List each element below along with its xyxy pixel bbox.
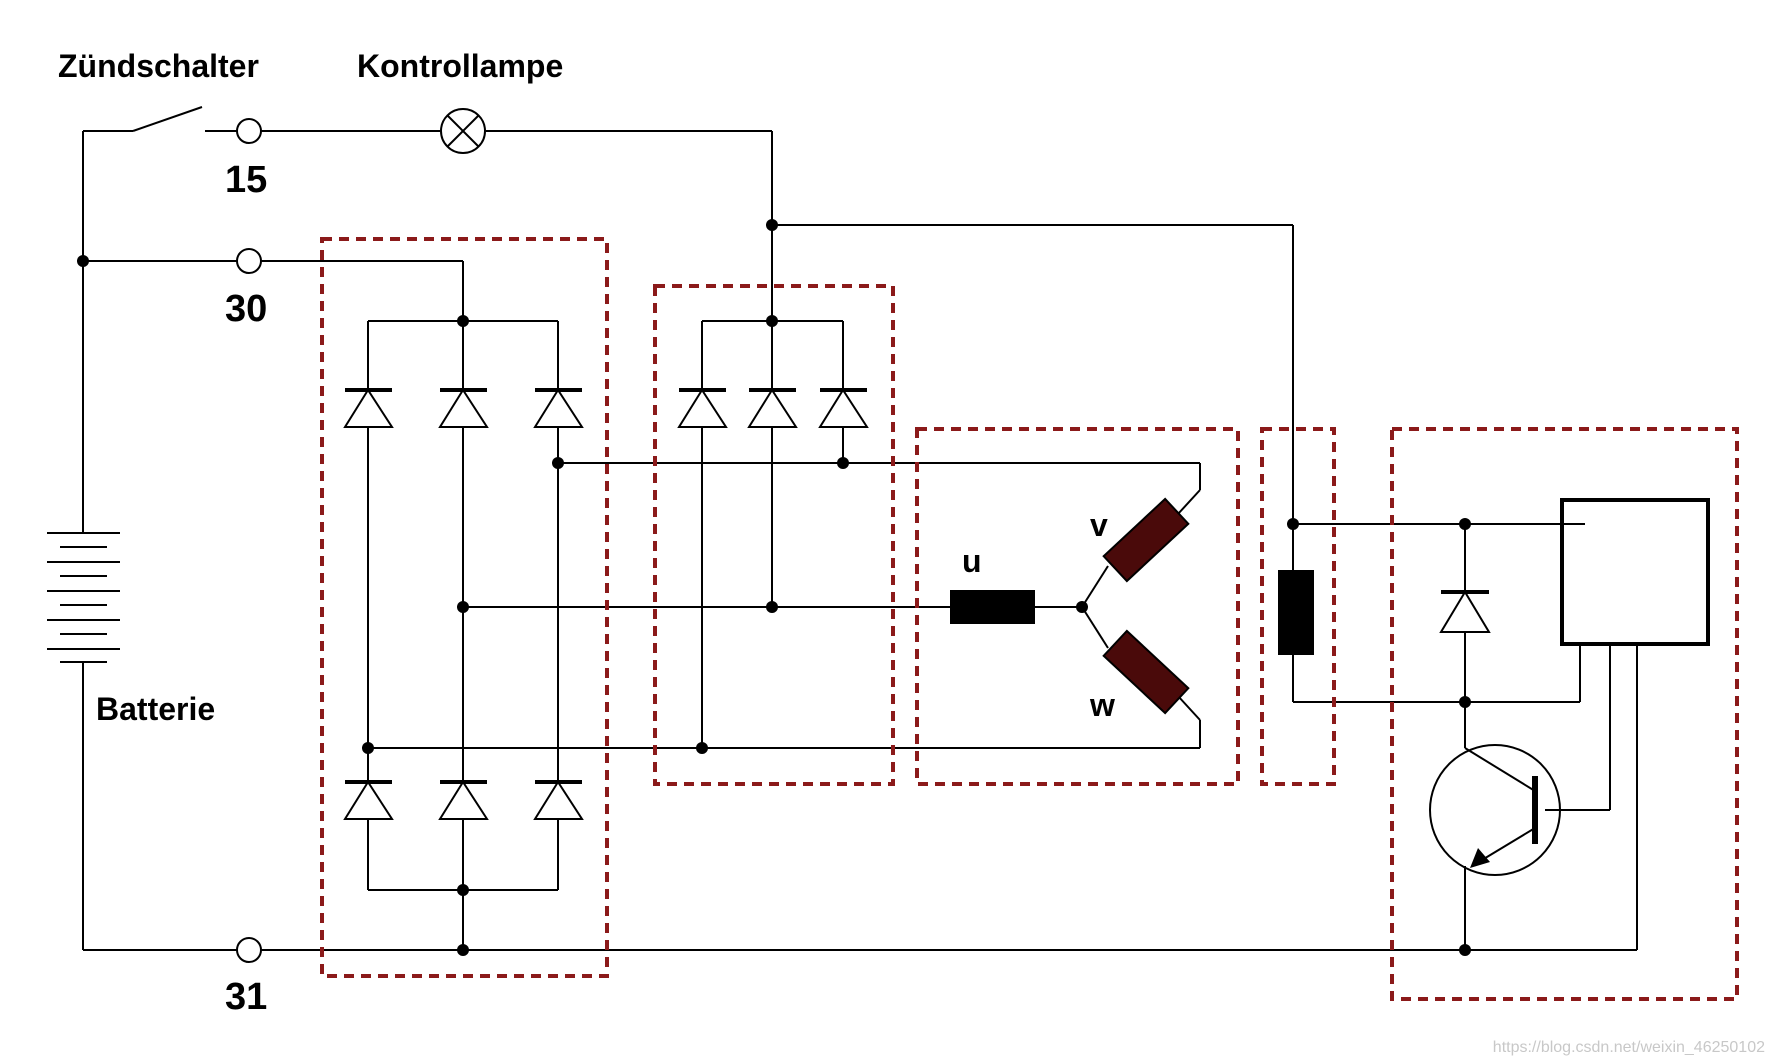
diode-lower-1: [343, 780, 394, 820]
winding-w: [1081, 606, 1201, 721]
phase-wires: [368, 462, 1201, 749]
phase-w-label: w: [1089, 687, 1115, 723]
freewheel-diode: [1439, 590, 1491, 633]
diode-upper-3: [533, 388, 584, 428]
diode-exciter-1: [677, 388, 728, 428]
terminal-15: [236, 118, 262, 144]
warning-lamp-label: Kontrollampe: [357, 48, 563, 84]
terminal-15-label: 15: [225, 159, 267, 201]
terminal-30-label: 30: [225, 288, 267, 330]
diode-lower-3: [533, 780, 584, 820]
diode-upper-2: [438, 388, 489, 428]
regulator-circuit: [1464, 524, 1638, 950]
diode-exciter-2: [747, 388, 798, 428]
ic-box: [1560, 498, 1710, 646]
diode-exciter-3: [818, 388, 869, 428]
rotor-field-winding: [1278, 570, 1314, 655]
module-exciter-diodes: [653, 284, 895, 786]
phase-u-label: u: [962, 543, 982, 579]
module-main-rectifier: [320, 237, 609, 978]
ignition-switch-label: Zündschalter: [58, 48, 259, 84]
module-stator: [915, 427, 1240, 786]
module-regulator: [1390, 427, 1739, 1001]
terminal-30: [236, 248, 262, 274]
diode-lower-2: [438, 780, 489, 820]
transistor-symbol: [1429, 744, 1561, 876]
module-rotor: [1260, 427, 1336, 786]
battery-symbol: [47, 532, 120, 663]
winding-u: [950, 590, 1035, 624]
terminal-31: [236, 937, 262, 963]
watermark: https://blog.csdn.net/weixin_46250102: [1493, 1039, 1765, 1056]
diode-upper-1: [343, 388, 394, 428]
lamp-symbol: [440, 108, 486, 154]
terminal-31-label: 31: [225, 976, 267, 1018]
ignition-switch-symbol: [132, 106, 237, 132]
winding-v: [1081, 489, 1201, 608]
phase-v-label: v: [1090, 507, 1108, 543]
battery-label: Batterie: [96, 691, 215, 727]
left-rail: [82, 130, 237, 951]
junction-dots: [77, 219, 1471, 956]
